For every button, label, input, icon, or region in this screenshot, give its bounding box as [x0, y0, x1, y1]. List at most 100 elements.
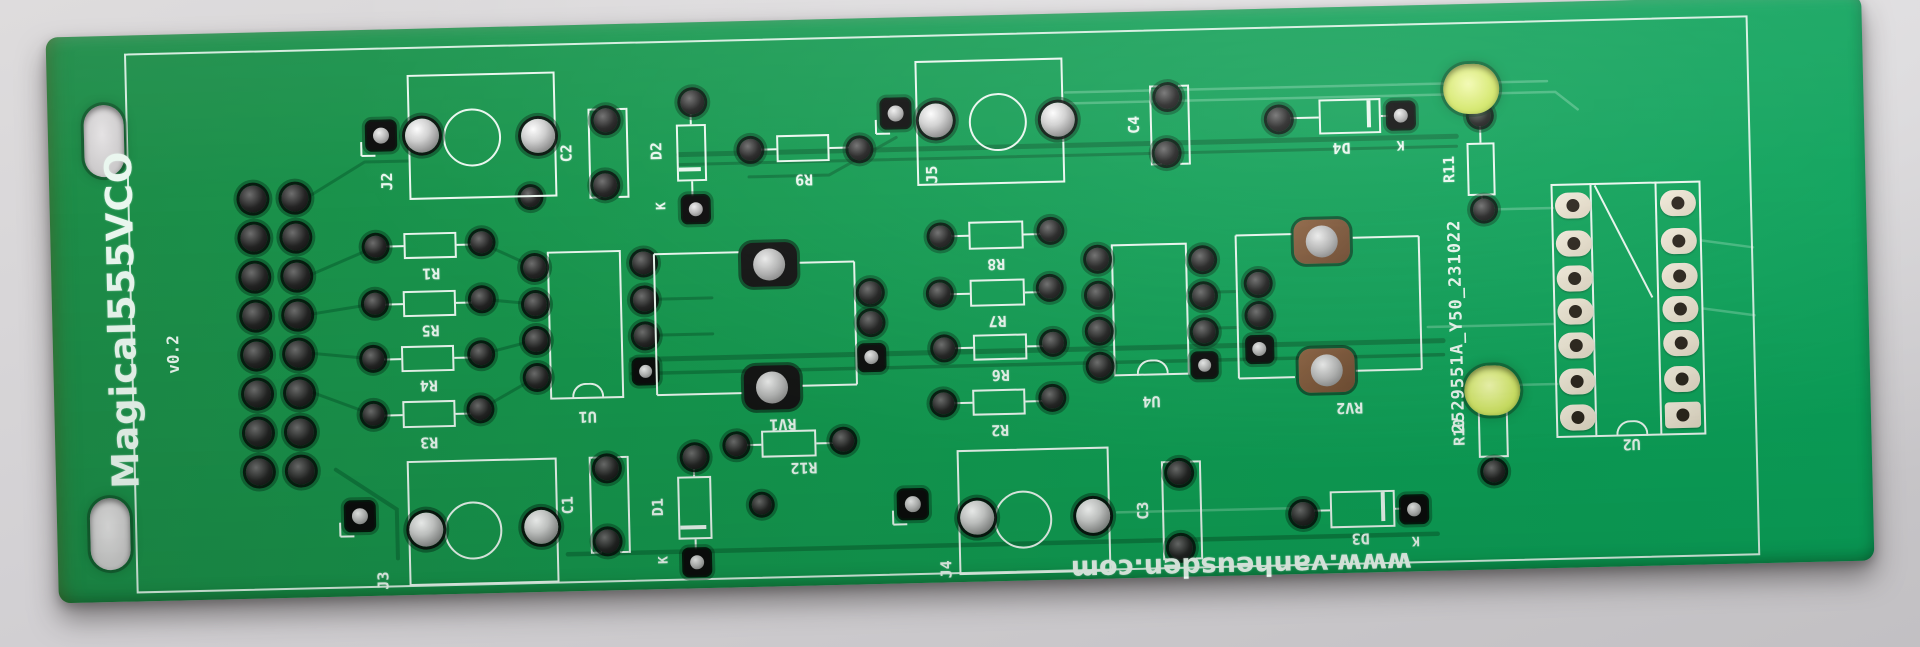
pin1-corner-mark: [893, 523, 908, 526]
connector-socket-pad: [1557, 298, 1594, 325]
cathode-band: [1380, 492, 1386, 522]
r2-resistor-outline: [972, 388, 1026, 416]
trimmer-terminal-pad: [1246, 303, 1271, 327]
pad-hole: [1671, 196, 1685, 210]
ic-pin-pad: [523, 292, 547, 316]
header-pin-pad: [283, 300, 311, 329]
d3-cathode-marker: K: [1411, 532, 1420, 548]
ic-pin-pad: [632, 287, 656, 312]
c3-label: C3: [1133, 501, 1153, 520]
pad-hole: [1569, 338, 1583, 353]
trimmer-terminal-pad: [1245, 271, 1270, 295]
connector-socket-pad: [1664, 401, 1702, 429]
diode-cathode-pad: [682, 195, 710, 223]
copper-traces: [305, 79, 1756, 561]
r3-resistor-outline: [402, 399, 456, 429]
resistor-pad: [470, 231, 493, 254]
r11-label: R11: [1439, 155, 1459, 184]
ic-pin-pad: [1192, 319, 1216, 344]
pad-hole: [1567, 236, 1581, 251]
pad-hole: [755, 371, 789, 404]
resistor-lead: [947, 292, 970, 295]
rv1-label: RV1: [769, 414, 797, 434]
trimmer-terminal-pad: [858, 280, 882, 304]
r1-label: R1: [422, 264, 441, 283]
r12-resistor-outline: [761, 429, 817, 458]
diode-anode-pad: [682, 445, 707, 470]
pad-hole: [1566, 198, 1580, 213]
connector-socket-pad: [1559, 404, 1597, 431]
r3-label: R3: [419, 433, 439, 452]
r9-resistor-outline: [776, 134, 830, 163]
resistor-pad: [832, 429, 855, 453]
u4-ic-outline: [1110, 242, 1190, 377]
resistor-pad: [1041, 331, 1065, 355]
pad-hole: [1568, 304, 1583, 319]
header-pin-pad: [287, 456, 315, 485]
u4-label: U4: [1142, 392, 1161, 411]
diode-cathode-pad: [1387, 102, 1415, 129]
trimmer-outline-line: [799, 260, 855, 264]
d2-cathode-marker: K: [654, 201, 670, 211]
resistor-pad: [725, 434, 748, 457]
ic-pin-pad: [633, 359, 658, 384]
jack-pin1-pad: [366, 121, 396, 150]
r8-label: R8: [986, 254, 1006, 274]
resistor-lead: [952, 346, 974, 350]
pin1-corner-mark: [876, 132, 891, 135]
pin1-corner-mark: [891, 510, 895, 525]
pad-hole: [1570, 374, 1584, 389]
diode-anode-pad: [1290, 501, 1316, 527]
resistor-pad: [928, 282, 952, 305]
resistor-pad: [361, 347, 385, 371]
header-pin-pad: [240, 262, 269, 291]
ic-pin-pad: [631, 250, 655, 275]
resistor-pad: [932, 392, 955, 415]
trimmer-outline-line: [653, 251, 739, 256]
ic-pin-pad: [1190, 247, 1214, 272]
connector-socket-pad: [1558, 368, 1596, 395]
connector-socket-pad: [1663, 365, 1701, 393]
pad-hole: [1673, 269, 1687, 283]
pad-hole: [1673, 302, 1688, 316]
diode-anode-pad: [680, 89, 705, 115]
pad-hole: [372, 127, 390, 144]
pad-hole: [351, 508, 369, 525]
ic-pin-pad: [522, 255, 546, 279]
d3-label: D3: [1351, 529, 1370, 548]
trimmer-outline-line: [657, 392, 743, 397]
pad-hole: [904, 495, 922, 513]
resistor-pad: [1038, 276, 1062, 300]
header-pin-pad: [238, 184, 267, 213]
pad-hole: [689, 555, 705, 570]
pin1-corner-mark: [339, 522, 342, 537]
j5-label: J5: [922, 165, 942, 184]
j2-label: J2: [377, 172, 397, 191]
r2-label: R2: [990, 420, 1010, 440]
resistor-pad: [470, 288, 494, 311]
resistor-pad: [932, 337, 956, 360]
ic-pin-pad: [524, 328, 548, 352]
d4-cathode-marker: K: [1396, 136, 1405, 153]
r4-resistor-outline: [400, 344, 455, 373]
resistor-pad: [739, 138, 762, 162]
pin1-corner-mark: [361, 154, 376, 158]
resistor-pad: [929, 225, 952, 248]
header-pin-pad: [285, 378, 313, 407]
pad-hole: [1393, 108, 1408, 123]
header-pin-pad: [286, 417, 314, 446]
board-title: Magical555VCO: [96, 150, 148, 490]
header-pin-pad: [241, 301, 270, 330]
trimmer-mount-pad: [740, 241, 798, 288]
header-pin-pad: [284, 339, 312, 368]
trimmer-outline-line: [1352, 235, 1419, 239]
ic-pin-pad: [1191, 283, 1215, 308]
connector-socket-pad: [1659, 189, 1697, 217]
j4-label: J4: [937, 560, 956, 579]
trimmer-outline-line: [853, 261, 858, 385]
jack-pin1-pad: [881, 99, 910, 128]
r5-label: R5: [421, 321, 440, 340]
trimmer-outline-line: [1355, 368, 1422, 372]
pad-hole: [1571, 410, 1585, 425]
resistor-pad: [1041, 386, 1064, 410]
